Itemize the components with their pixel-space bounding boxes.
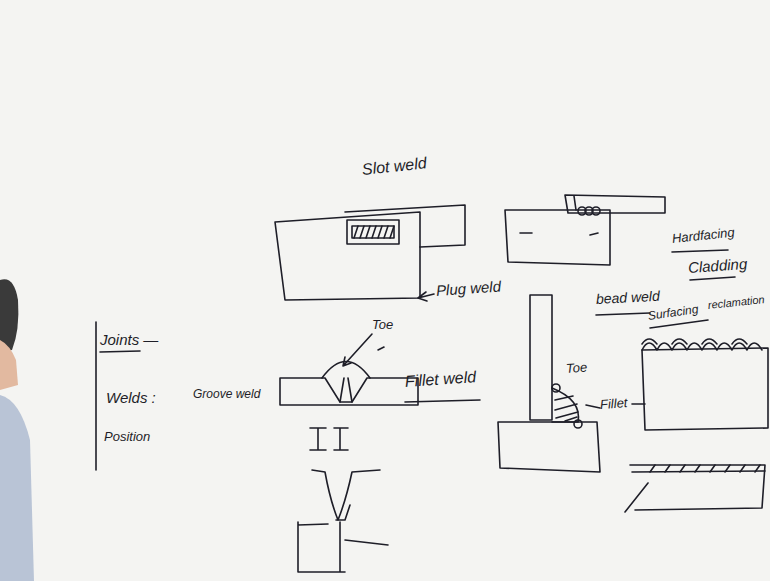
handwritten-label: Slot weld bbox=[361, 155, 427, 178]
handwritten-label: bead weld bbox=[596, 289, 660, 306]
handwritten-label: Toe bbox=[566, 361, 588, 375]
handwritten-label: Fillet bbox=[600, 396, 628, 411]
handwritten-label: Cladding bbox=[687, 256, 747, 275]
handwritten-label: Welds : bbox=[106, 390, 156, 405]
handwritten-label: Position bbox=[104, 430, 150, 443]
handwritten-label: Plug weld bbox=[435, 278, 501, 298]
handwritten-label: Surfacing bbox=[647, 303, 699, 322]
handwritten-label: Hardfacing bbox=[671, 225, 735, 245]
handwritten-label: reclamation bbox=[707, 294, 765, 311]
handwritten-label: Groove weld bbox=[193, 388, 260, 400]
handwritten-label: Toe bbox=[372, 318, 393, 331]
handwritten-label: Fillet weld bbox=[404, 369, 476, 390]
handwritten-label: Joints — bbox=[100, 332, 158, 347]
